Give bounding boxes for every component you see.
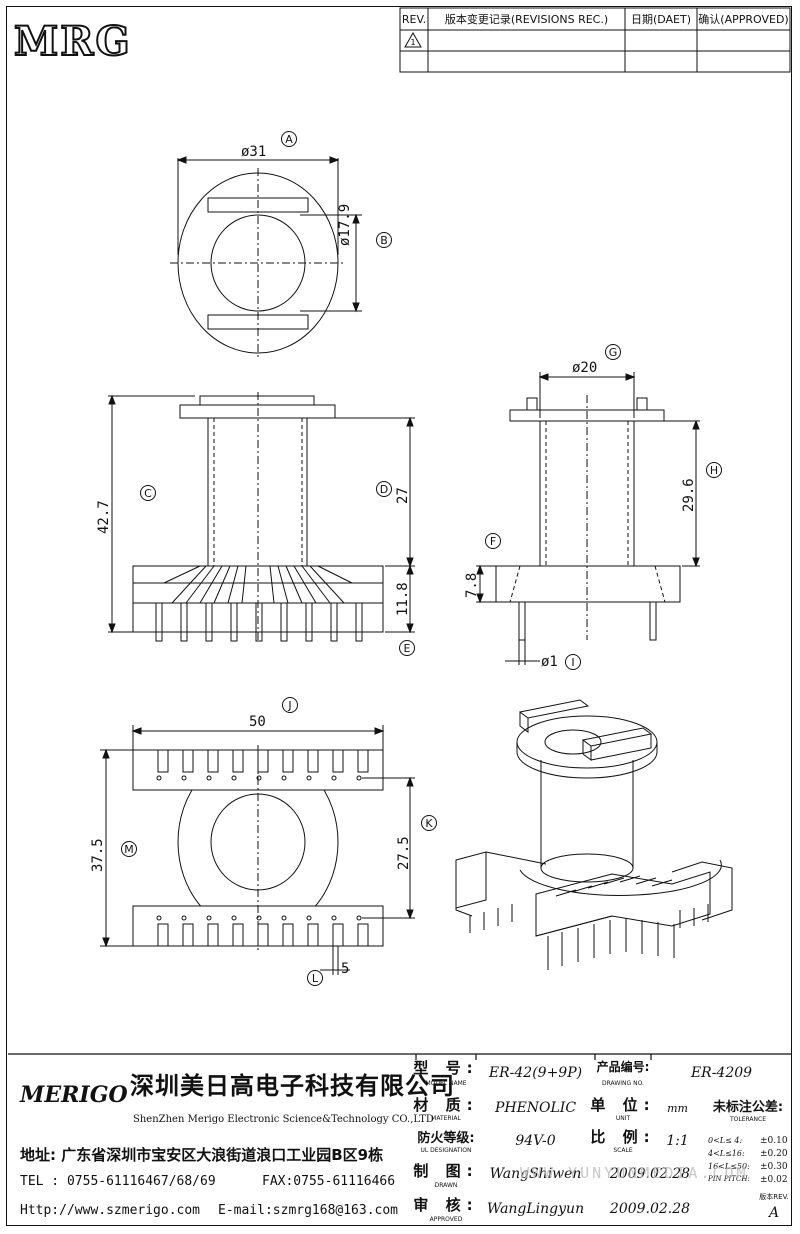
callout-j: J [282,697,298,713]
callout-e: E [399,640,415,656]
flame-label-en: UL DESIGNATION [420,1146,472,1154]
merigo-brand: MERIGO [20,1082,128,1108]
front-pins [155,602,363,642]
callout-i: I [565,654,581,670]
dim-l: 5 [341,961,350,977]
mrg-logo: MRG [13,17,132,66]
dim-e: 11.8 [395,582,411,616]
watermark: WWW.YUNYUNMEDIA.COM [520,1164,749,1182]
revisions-header: 版本变更记录(REVISIONS REC.) [444,13,609,26]
product-no-value: ER-4209 [690,1065,753,1081]
tolerance-title-en: TOLERANCE [729,1115,767,1123]
tolerance-range-3: 16<L≤50: [708,1162,750,1171]
model-label: 型 号: [413,1058,479,1077]
dim-k: 27.5 [396,836,412,870]
scale-label-en: SCALE [613,1146,633,1154]
rev-number: 1 [410,37,416,47]
dim-h: 29.6 [681,478,697,512]
model-value: ER-42(9+9P) [488,1065,583,1081]
company-name-cn: 深圳美日高电子科技有限公司 [130,1071,455,1100]
drawn-label-en: DRAWN [434,1181,458,1189]
drawn-label: 制 图: [413,1161,479,1180]
approved-value: WangLingyun [486,1200,585,1217]
revision-table-grid [399,7,791,73]
date-header: 日期(DAET) [630,13,692,26]
flame-value: 94V-0 [515,1132,556,1149]
callout-c: C [140,485,156,501]
approved-label-en: APPROVED [429,1215,463,1223]
dim-i: ø1 [541,654,558,670]
callout-b: B [376,232,392,248]
approved-header: 确认(APPROVED) [698,13,789,26]
drawn-value: WangShiwen [489,1166,582,1182]
product-no-label: 产品编号: [596,1059,650,1074]
callout-g: G [605,344,621,360]
dim-c: 42.7 [96,500,112,534]
version-label: 版本REV. [759,1193,789,1201]
callout-h: H [706,462,722,478]
flame-label: 防火等级: [417,1130,475,1146]
unit-label: 单 位: [590,1095,656,1114]
bottom-view-pin-holes [156,775,362,921]
tolerance-value-3: ±0.30 [760,1162,788,1172]
drawn-date: 2009.02.28 [609,1166,691,1182]
unit-label-en: UNIT [615,1114,631,1122]
approved-label: 审 核: [413,1195,479,1214]
company-fax: FAX:0755-61116466 [262,1174,396,1189]
scale-label: 比 例: [590,1127,656,1146]
callout-l: L [307,970,323,986]
drawing-frame [6,6,792,1226]
isometric-view [455,699,733,970]
tolerance-range-2: 4<L≤16: [708,1149,745,1158]
dim-b: ø17.9 [337,203,353,246]
company-email: E-mail:szmrg168@163.com [218,1203,399,1218]
scale-value: 1:1 [666,1132,689,1149]
front-base [132,565,384,633]
dim-f: 7.8 [464,572,480,598]
technical-drawing [8,156,792,1060]
approved-date: 2009.02.28 [609,1200,691,1217]
material-label-en: MATERIAL [431,1114,461,1122]
dim-j: 50 [249,714,266,730]
company-website: Http://www.szmerigo.com [20,1203,201,1218]
material-label: 材 质: [413,1095,479,1114]
dim-a: ø31 [241,144,267,160]
tolerance-title: 未标注公差: [712,1099,784,1115]
callout-d: D [376,481,392,497]
side-base [495,565,681,603]
tolerance-range-1: 0<L≤ 4: [708,1136,743,1145]
callout-k: K [421,815,437,831]
bottom-view-slots [157,750,369,946]
tolerance-range-4: PIN PITCH: [708,1175,750,1183]
callout-a: A [281,131,297,147]
dim-d: 27 [395,487,411,504]
material-value: PHENOLIC [494,1100,577,1116]
company-address: 地址: 广东省深圳市宝安区大浪街道浪口工业园B区9栋 [20,1146,384,1164]
model-label-en: MODEL NAME [425,1079,467,1087]
dim-m: 37.5 [90,838,106,872]
tolerance-value-2: ±0.20 [760,1149,788,1159]
callout-f: F [485,533,501,549]
company-tel: TEL : 0755-61116467/68/69 [20,1174,216,1189]
rev-header: REV. [401,12,427,26]
front-fins [163,565,353,604]
tolerance-value-4: ±0.02 [760,1175,788,1185]
company-name-en: ShenZhen Merigo Electronic Science&Techn… [133,1114,434,1125]
dim-g: ø20 [572,360,598,376]
callout-m: M [121,841,137,857]
version-value: A [768,1205,780,1221]
product-no-label-en: DRAWING NO. [602,1079,644,1087]
unit-value: mm [667,1101,688,1115]
tolerance-value-1: ±0.10 [760,1136,788,1146]
